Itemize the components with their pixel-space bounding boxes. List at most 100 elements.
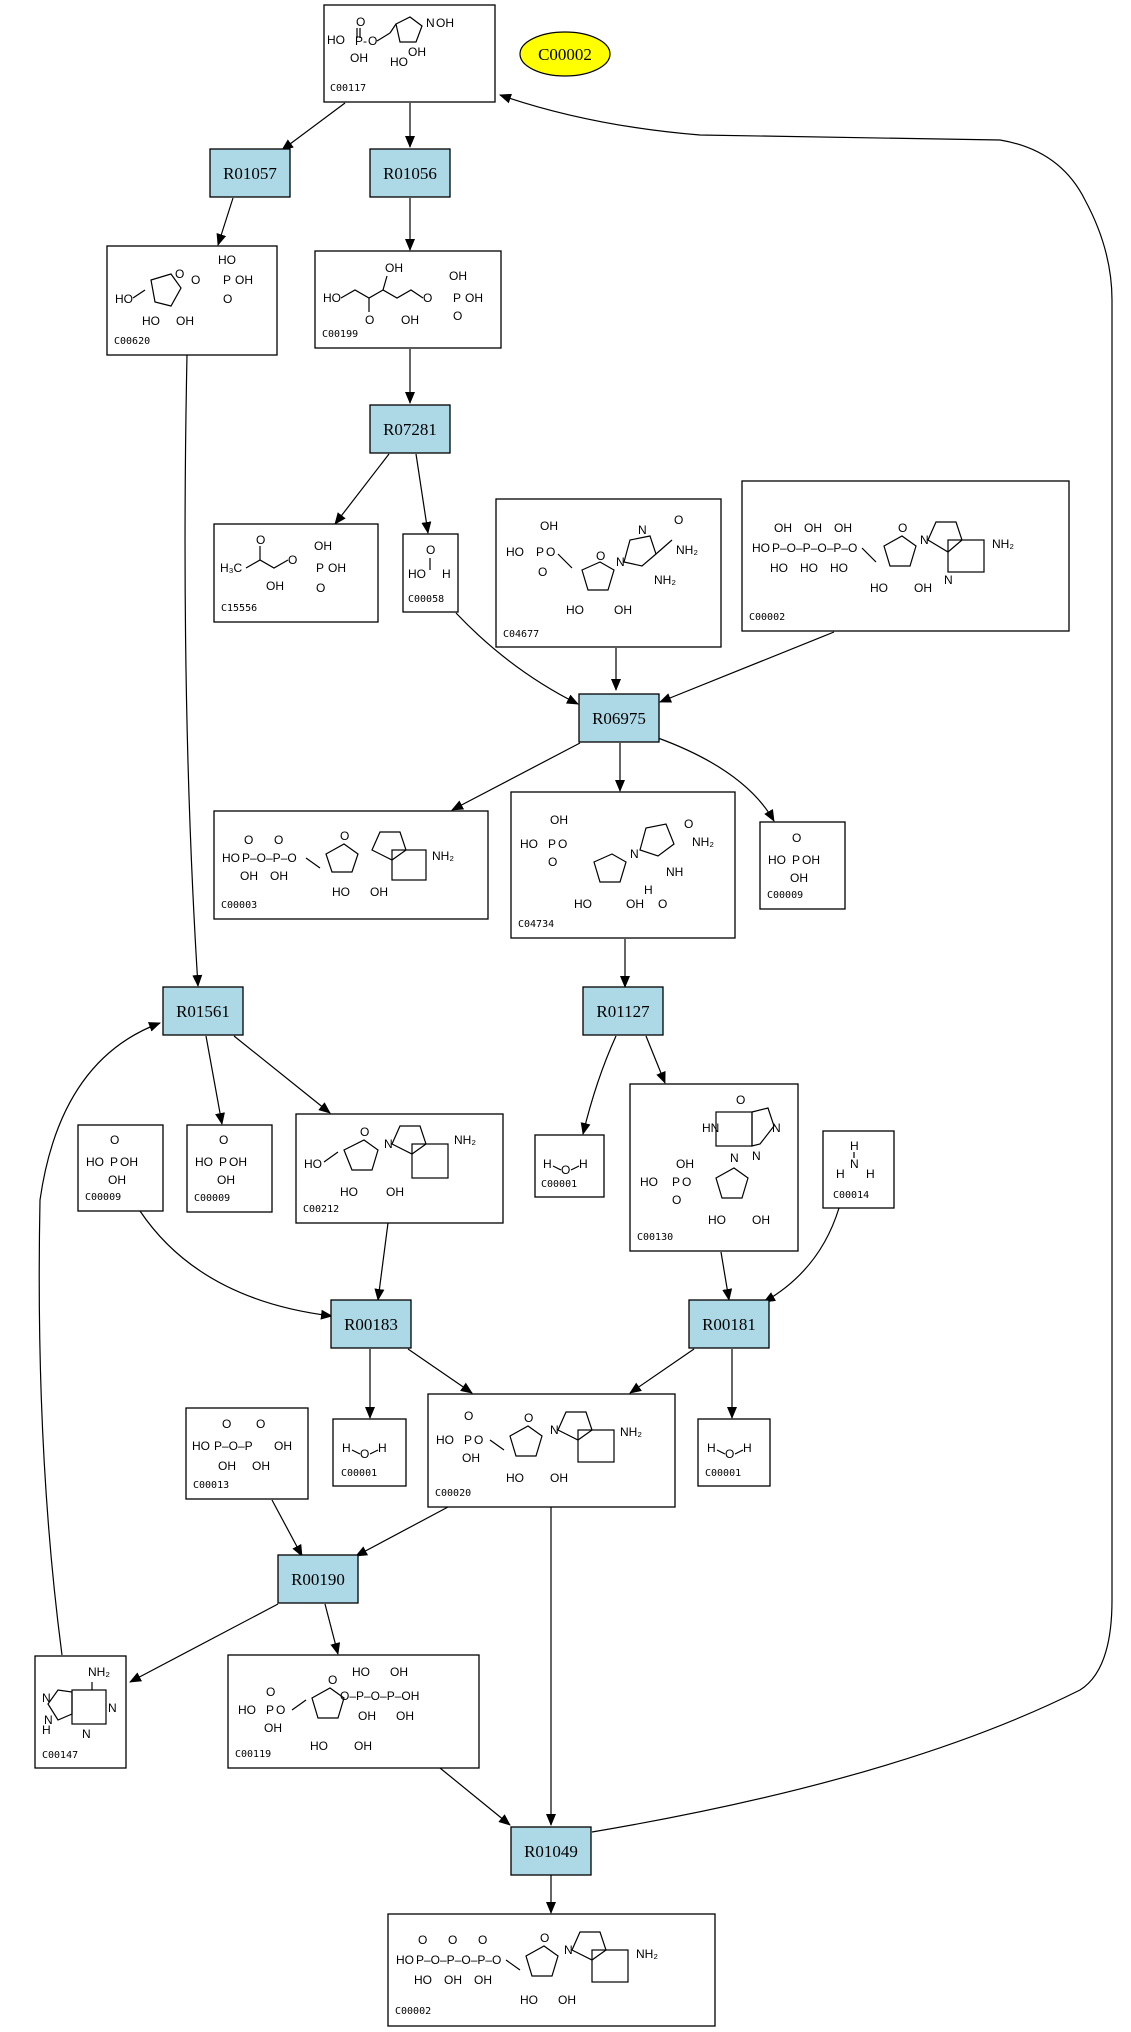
- svg-text:HO: HO: [310, 1739, 328, 1753]
- molecule-diphosphate: O O HO P–O–P OH OH OH: [192, 1417, 292, 1473]
- edge-r01049-c00117: [499, 93, 1113, 1833]
- svg-text:OH: OH: [774, 521, 792, 535]
- molecule-atp: HO P–O–P–O–P–O O O O HO OH OH O HO OH NH…: [396, 1931, 658, 2007]
- svg-text:O: O: [276, 1703, 285, 1717]
- edge-c00117-r01057: [281, 102, 346, 151]
- svg-text:P–O–P–O–P–O: P–O–P–O–P–O: [772, 541, 857, 555]
- svg-text:H: H: [442, 567, 451, 581]
- highlight-c00002[interactable]: C00002: [519, 31, 611, 77]
- edge-r00190-c00147: [129, 1603, 279, 1683]
- svg-text:C00117: C00117: [330, 83, 366, 94]
- compound-c04734[interactable]: OH HO P O O HO OH N O NH₂ NH H O C04734: [510, 791, 736, 939]
- svg-text:R07281: R07281: [383, 420, 437, 439]
- reaction-r00181[interactable]: R00181: [688, 1299, 770, 1349]
- edge-r00183-c00020: [407, 1348, 473, 1394]
- svg-text:OH: OH: [676, 1157, 694, 1171]
- svg-text:R00190: R00190: [291, 1570, 345, 1589]
- svg-text:HO: HO: [323, 291, 341, 305]
- svg-text:OH: OH: [252, 1459, 270, 1473]
- svg-text:OH: OH: [752, 1213, 770, 1227]
- reaction-r01049[interactable]: R01049: [510, 1826, 592, 1876]
- svg-text:H: H: [342, 1441, 351, 1455]
- compound-c00620[interactable]: HO O HO OH O P OH HO O C00620: [106, 245, 278, 356]
- reaction-r01057[interactable]: R01057: [209, 148, 291, 198]
- compound-c00199[interactable]: HO O OH OH O P OH OH O C00199: [314, 250, 502, 349]
- molecule-ammonia: H N H H: [836, 1139, 875, 1181]
- svg-text:HO: HO: [192, 1439, 210, 1453]
- svg-text:O: O: [288, 553, 297, 567]
- svg-text:OH: OH: [626, 897, 644, 911]
- svg-text:R01049: R01049: [524, 1842, 578, 1861]
- svg-text:O: O: [558, 837, 567, 851]
- edge-c00620-r01561: [184, 354, 203, 987]
- compound-c00003[interactable]: HO P–O–P–O O O OH OH O HO OH NH₂ C00003: [213, 810, 489, 920]
- reaction-r07281[interactable]: R07281: [369, 404, 451, 454]
- reaction-r01127[interactable]: R01127: [582, 986, 664, 1036]
- svg-text:C15556: C15556: [221, 603, 257, 614]
- svg-text:NH₂: NH₂: [654, 573, 676, 587]
- svg-text:HO: HO: [304, 1157, 322, 1171]
- svg-text:HO: HO: [708, 1213, 726, 1227]
- svg-text:O: O: [340, 829, 349, 843]
- compound-c00009c[interactable]: O HO P OH OH C00009: [186, 1124, 273, 1213]
- svg-text:O: O: [418, 1933, 427, 1947]
- edge-c00147-r01561: [38, 1022, 161, 1656]
- svg-text:O: O: [538, 565, 547, 579]
- compound-c00147[interactable]: NH₂ N H N N N C00147: [34, 1655, 127, 1769]
- reaction-r06975[interactable]: R06975: [578, 693, 660, 743]
- svg-text:N: N: [772, 1121, 781, 1135]
- svg-text:O: O: [244, 833, 253, 847]
- svg-text:OH: OH: [449, 269, 467, 283]
- compound-c00001c[interactable]: H O H C00001: [697, 1418, 771, 1487]
- svg-text:OH: OH: [474, 1973, 492, 1987]
- svg-text:OH: OH: [401, 313, 419, 327]
- svg-text:OH: OH: [358, 1709, 376, 1723]
- svg-text:O: O: [356, 15, 365, 29]
- svg-text:OH: OH: [834, 521, 852, 535]
- compound-c15556[interactable]: H₃C O OH O P OH OH O C15556: [213, 523, 379, 623]
- compound-c00001b[interactable]: H O H C00001: [332, 1418, 407, 1487]
- svg-text:OH: OH: [370, 885, 388, 899]
- compound-c00002b[interactable]: HO P–O–P–O–P–O O O O HO OH OH O HO OH NH…: [387, 1913, 716, 2027]
- molecule-adenine: NH₂ N H N N N: [42, 1665, 117, 1741]
- compound-c00002a[interactable]: HO P–O–P–O–P–O OH OH OH HO HO HO O HO OH…: [741, 480, 1070, 632]
- svg-text:HO: HO: [222, 851, 240, 865]
- svg-text:NH: NH: [666, 865, 683, 879]
- svg-text:HO: HO: [142, 314, 160, 328]
- compound-c00013[interactable]: O O HO P–O–P OH OH OH C00013: [185, 1407, 309, 1500]
- svg-text:OH: OH: [550, 813, 568, 827]
- compound-c00009b[interactable]: O HO P OH OH C00009: [77, 1124, 164, 1212]
- svg-text:O: O: [191, 273, 200, 287]
- compound-c00009a[interactable]: O HO P OH OH C00009: [759, 821, 846, 910]
- compound-c00117[interactable]: O HO P - O OH N OH OH HO C00117: [323, 4, 496, 103]
- svg-text:N: N: [550, 1423, 559, 1437]
- svg-text:OH: OH: [790, 871, 808, 885]
- compound-c00119[interactable]: O HO P O OH O HO OH O–P–O–P–OH HO OH OH …: [227, 1654, 480, 1769]
- svg-text:O: O: [266, 1685, 275, 1699]
- reaction-r01561[interactable]: R01561: [162, 986, 244, 1036]
- svg-text:OH: OH: [540, 519, 558, 533]
- edge-c00002a-r06975: [659, 631, 835, 703]
- reaction-r00183[interactable]: R00183: [330, 1299, 412, 1349]
- svg-text:O: O: [548, 855, 557, 869]
- compound-c00058[interactable]: O HO H C00058: [402, 533, 459, 613]
- svg-text:R00181: R00181: [702, 1315, 756, 1334]
- reaction-r01056[interactable]: R01056: [369, 148, 451, 198]
- svg-text:NH₂: NH₂: [636, 1947, 658, 1961]
- edge-c00119-r01049: [439, 1767, 511, 1826]
- svg-text:OH: OH: [396, 1709, 414, 1723]
- svg-text:O: O: [478, 1933, 487, 1947]
- compound-c00014[interactable]: H N H H C00014: [822, 1130, 895, 1209]
- reaction-r00190[interactable]: R00190: [277, 1554, 359, 1604]
- compound-c00001a[interactable]: H O H C00001: [534, 1134, 605, 1198]
- svg-text:C00002: C00002: [538, 45, 592, 64]
- svg-text:N: N: [384, 1137, 393, 1151]
- compound-c00130[interactable]: O HN N N N OH HO P O O HO OH C00130: [629, 1083, 799, 1252]
- svg-text:P: P: [464, 1433, 472, 1447]
- svg-text:OH: OH: [550, 1471, 568, 1485]
- compound-c04677[interactable]: OH HO P O O O HO OH N N O NH₂ NH₂ C04677: [495, 498, 722, 648]
- molecule-adp-like: HO P–O–P–O O O OH OH O HO OH NH₂: [222, 829, 454, 899]
- edge-r06975-c00009a: [657, 737, 775, 822]
- compound-c00020[interactable]: O HO P O OH O HO OH NH₂ N C00020: [427, 1393, 676, 1508]
- compound-c00212[interactable]: HO O HO OH NH₂ N C00212: [295, 1113, 504, 1224]
